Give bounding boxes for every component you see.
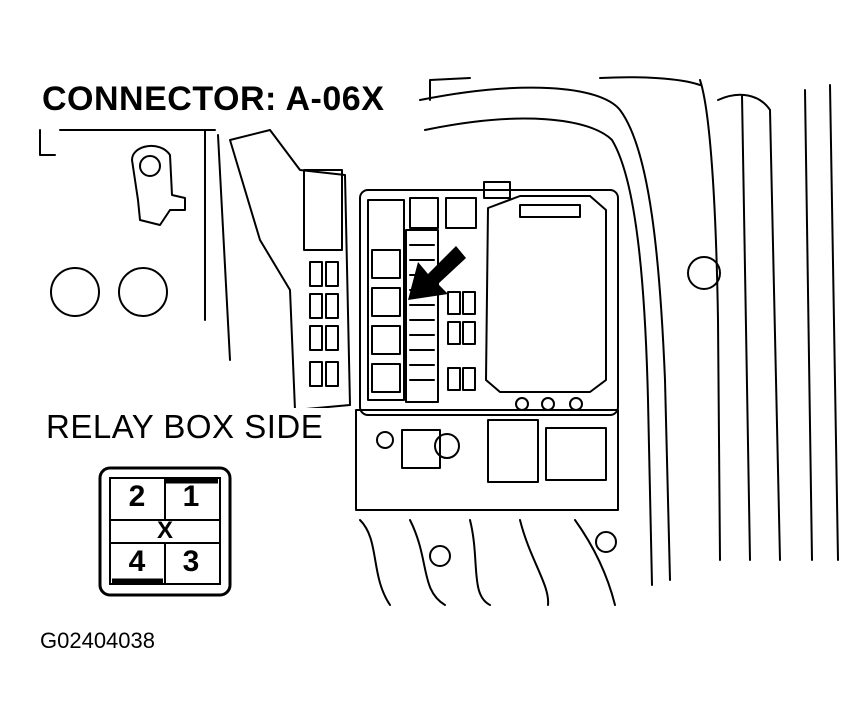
pin-label: 4 [128,545,146,578]
connector-face [98,466,232,597]
body-panel-outline [419,86,671,581]
lower-relay-bank [355,409,619,511]
pin-label: 1 [182,480,200,513]
pin-label: 3 [182,545,200,578]
relay-box-housing [359,189,619,416]
panel-hole [687,256,721,290]
cross-mark: X [156,517,173,544]
fuse-column [405,229,439,403]
connector-title: CONNECTOR: A-06X [42,80,385,118]
clip [131,145,186,226]
relay-box-side-label: RELAY BOX SIDE [46,408,324,445]
pointer-arrow-icon [408,246,466,300]
wire-harness [359,519,616,606]
figure-id: G02404038 [40,628,155,653]
panel-hole-left-2 [118,267,168,317]
pin-label: 2 [128,480,146,513]
panel-hole-left-1 [50,267,100,317]
left-fuse-block [229,129,351,411]
relay-cover [485,195,607,393]
